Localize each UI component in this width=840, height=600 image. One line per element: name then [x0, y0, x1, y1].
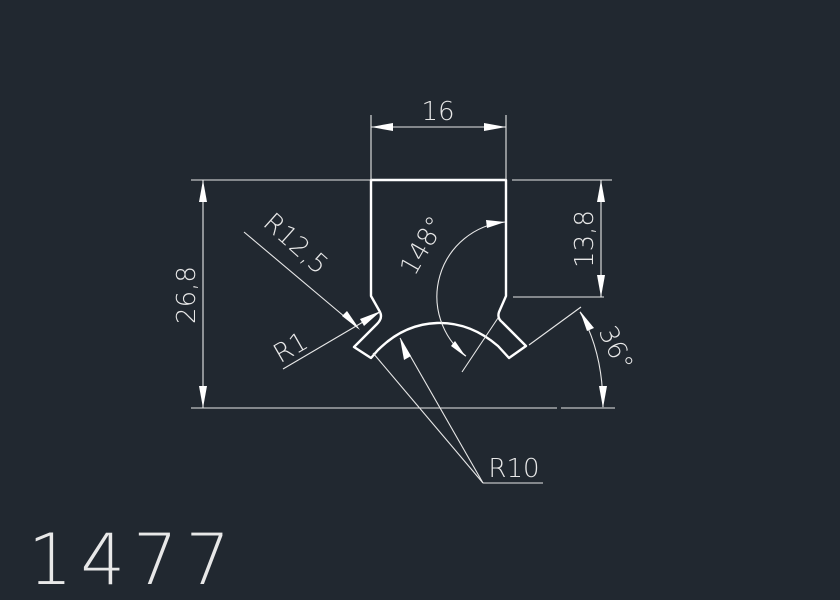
dimension-angle-36: 36°: [528, 306, 639, 408]
part-number: 1477: [28, 519, 238, 600]
dimension-r10-label: R10: [488, 454, 539, 484]
dimension-r1-label: R1: [269, 326, 314, 369]
dimension-r1: R1: [269, 311, 381, 370]
dimension-angle-148: 148°: [394, 211, 506, 373]
part-profile: [352, 178, 528, 360]
dimension-width-label: 16: [421, 97, 454, 127]
dimension-r12-5: R12,5: [243, 207, 360, 330]
dimension-angle-36-label: 36°: [592, 321, 639, 375]
dimension-r12-5-label: R12,5: [257, 207, 334, 280]
dimension-total-height: 26,8: [172, 179, 615, 409]
dimension-r10: R10: [372, 337, 543, 484]
dimension-total-height-label: 26,8: [172, 266, 202, 324]
dimension-angle-148-label: 148°: [394, 211, 451, 280]
dimension-width: 16: [370, 97, 507, 180]
dimension-slot-depth: 13,8: [512, 179, 612, 298]
dimension-slot-depth-label: 13,8: [570, 210, 600, 268]
